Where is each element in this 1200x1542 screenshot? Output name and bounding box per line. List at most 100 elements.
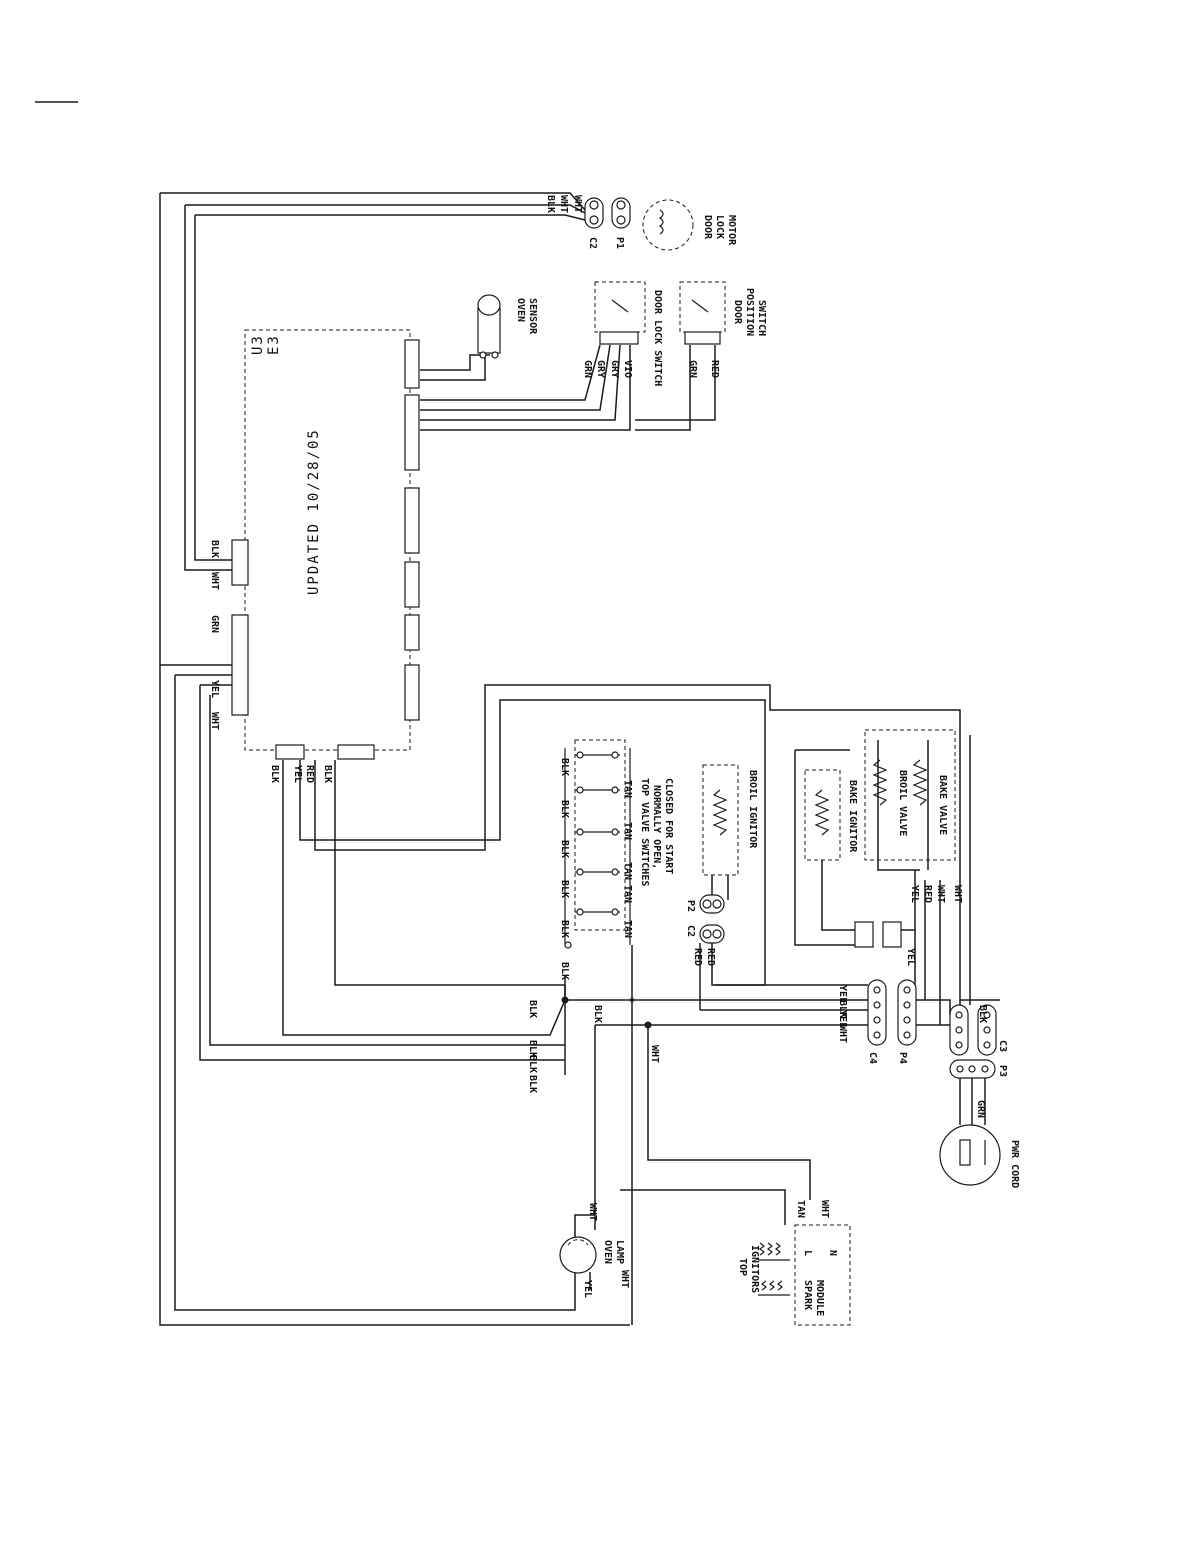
bake-ignitor-label: BAKE IGNITOR <box>847 780 858 853</box>
wire-label-wht-1: WHT <box>209 572 220 590</box>
oven-sensor-label-2: SENSOR <box>527 298 538 335</box>
tvs-blk-2: BLK <box>559 800 570 818</box>
tvs-tan-2: TAN <box>622 822 633 840</box>
wire-label-blk-3: BLK <box>322 765 333 783</box>
spark-terminal-l: L <box>802 1250 813 1256</box>
wire-label-grn-1: GRN <box>209 615 220 633</box>
top-ignitors-label-2: IGNITORS <box>749 1245 760 1293</box>
oven-lamp <box>559 1214 597 1290</box>
door-lock-motor-label-2: LOCK <box>714 215 725 239</box>
oven-sensor-label-1: OVEN <box>515 298 526 322</box>
tvs-blk-5: BLK <box>559 920 570 938</box>
bv-wire-yel: YEL <box>909 885 920 903</box>
wire-label-blk-1: BLK <box>209 540 220 558</box>
spark-terminal-n: N <box>827 1250 838 1256</box>
bus-label-blk-5: BLK <box>527 1075 538 1093</box>
board-updated-label: UPDATED 10/28/05 <box>306 428 322 595</box>
dls-wire-vio: VIO <box>622 360 633 378</box>
oven-lamp-label-1: OVEN <box>602 1240 613 1264</box>
board-ref-e3: E3 <box>266 334 282 355</box>
tvs-tan-5: TAN <box>622 920 633 938</box>
door-lock-motor <box>584 197 694 251</box>
pwr-cord-label: PWR CORD <box>1009 1140 1020 1188</box>
bus-label-blk-1: BLK <box>527 1000 538 1018</box>
main-bus <box>561 945 1000 1325</box>
dlm-wire-wht-1: WHT <box>572 195 583 213</box>
connector-p4-label: P4 <box>897 1052 908 1064</box>
board-ref-u3: U3 <box>250 334 266 355</box>
spark-module <box>758 1224 851 1326</box>
c3-wire-blk: BLK <box>977 1005 988 1023</box>
top-valve-note-1: TOP VALVE SWITCHES <box>639 778 650 886</box>
connector-p3-label: P3 <box>997 1065 1008 1077</box>
bus-label-yel: YEL <box>837 1010 848 1028</box>
connector-p2-label: P2 <box>685 900 696 912</box>
tvs-tan-4: TAN <box>622 885 633 903</box>
door-position-label-3: SWITCH <box>756 300 767 336</box>
door-position-label-2: POSITION <box>744 288 755 336</box>
door-position-label-1: DOOR <box>732 300 743 325</box>
bake-ignitor-and-valves <box>794 729 971 1025</box>
bus-label-blk-6: BLK <box>837 1000 848 1018</box>
bv-wire-yel-2: YEL <box>905 948 916 966</box>
bv-wire-wht-2: WHT <box>952 885 963 903</box>
wire-label-red-1: RED <box>304 765 315 783</box>
bus-label-blk-4: BLK <box>527 1055 538 1073</box>
dls-wire-grn: GRN <box>582 360 593 378</box>
connector-c2-label: C2 <box>587 237 598 249</box>
board-headers <box>231 339 420 760</box>
lamp-wire-wht-1: WHT <box>587 1203 598 1221</box>
tvs-blk-3: BLK <box>559 840 570 858</box>
dlm-wire-blk: BLK <box>545 195 556 213</box>
bi-wire-red-2: RED <box>705 948 716 966</box>
spark-module-label-2: MODULE <box>814 1280 825 1316</box>
door-lock-motor-label-1: DOOR <box>702 215 713 240</box>
door-lock-switch-label: DOOR LOCK SWITCH <box>652 290 663 386</box>
tvs-tan-3: TAN <box>622 862 633 880</box>
top-ignitors-label-1: TOP <box>737 1258 748 1276</box>
connector-c2b-label: C2 <box>685 925 696 937</box>
dlm-wire-wht-2: WHT <box>558 195 569 213</box>
tvs-blk-4: BLK <box>559 880 570 898</box>
tvs-tan-1: TAN <box>622 780 633 798</box>
wire-label-yel-1: YEL <box>209 680 220 698</box>
bus-label-blk-3: BLK <box>527 1040 538 1058</box>
spark-wire-wht: WHT <box>819 1200 830 1218</box>
oven-lamp-label-2: LAMP <box>614 1240 625 1264</box>
lamp-wire-wht-2: WHT <box>619 1270 630 1288</box>
dls-wire-gry: GRY <box>595 360 606 378</box>
top-valve-switches <box>564 739 631 949</box>
connector-c3-label: C3 <box>997 1040 1008 1052</box>
connector-blocks <box>867 979 997 1056</box>
top-valve-note-2: NORMALLY OPEN, <box>651 785 662 869</box>
bus-label-wht-2: WHT <box>837 1025 848 1043</box>
dps-wire-red: RED <box>709 360 720 378</box>
bake-valve-label: BAKE VALVE <box>937 775 948 835</box>
bi-wire-red-1: RED <box>692 948 703 966</box>
control-board <box>244 329 411 751</box>
pwr-wire-grn: GRN <box>975 1100 986 1118</box>
broil-valve-label: BROIL VALVE <box>897 770 908 836</box>
tvs-blk-6: BLK <box>559 962 570 980</box>
dps-wire-grn: GRN <box>687 360 698 378</box>
bus-label-wht-1: WHT <box>649 1045 660 1063</box>
wire-label-blk-2: BLK <box>269 765 280 783</box>
spark-wire-tan: TAN <box>795 1200 806 1218</box>
wire-label-wht-2: WHT <box>209 712 220 730</box>
broil-ignitor <box>699 764 765 1010</box>
top-ignitors-symbols <box>758 1242 790 1296</box>
outer-harness <box>159 192 961 1326</box>
spark-module-label-1: SPARK <box>802 1280 813 1310</box>
broil-ignitor-label: BROIL IGNITOR <box>747 770 758 849</box>
bus-label-yel-2: YEL <box>837 985 848 1003</box>
top-valve-note-3: CLOSED FOR START <box>663 778 674 874</box>
bus-label-blk-2: BLK <box>592 1005 603 1023</box>
door-lock-motor-label-3: MOTOR <box>726 215 737 246</box>
wire-label-yel-2: YEL <box>292 765 303 783</box>
connector-p1-label: P1 <box>614 237 625 249</box>
power-cord <box>939 1059 1001 1186</box>
tvs-blk-1: BLK <box>559 758 570 776</box>
bv-wire-red: RED <box>922 885 933 903</box>
connector-c4-label: C4 <box>867 1052 878 1064</box>
